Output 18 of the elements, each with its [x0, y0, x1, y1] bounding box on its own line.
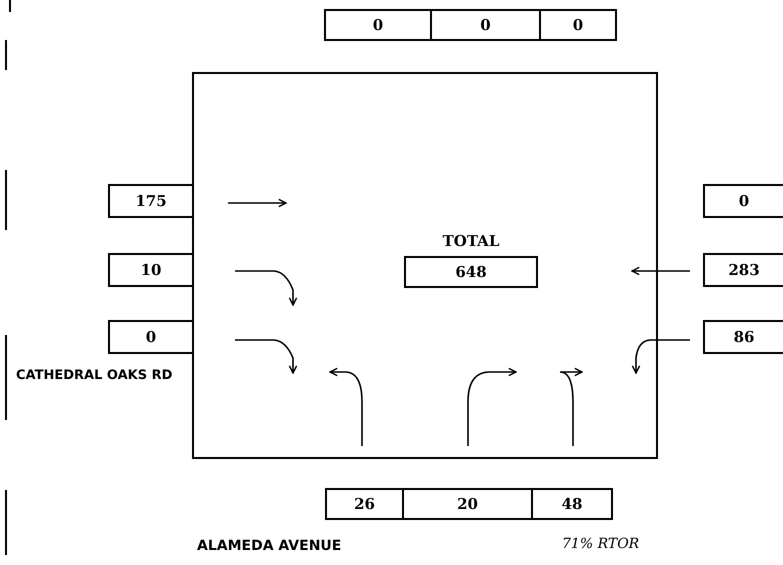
- street-name: ALAMEDA AVENUE: [197, 538, 342, 554]
- total-heading: TOTAL: [442, 232, 500, 250]
- count-box: 0: [108, 320, 194, 354]
- count-box: 20: [402, 488, 533, 520]
- count-box: 26: [325, 488, 404, 520]
- count-box: 0: [430, 9, 541, 41]
- handwritten-note: 71% RTOR: [562, 536, 640, 552]
- count-box: 0: [324, 9, 432, 41]
- count-box: 648: [404, 256, 538, 288]
- count-box: 0: [539, 9, 617, 41]
- count-box: 48: [531, 488, 613, 520]
- count-box: 283: [703, 253, 783, 287]
- count-box: 0: [703, 184, 783, 218]
- intersection-box: [192, 72, 658, 459]
- count-box: 10: [108, 253, 194, 287]
- count-box: 175: [108, 184, 194, 218]
- street-name: CATHEDRAL OAKS RD: [16, 368, 172, 383]
- count-box: 86: [703, 320, 783, 354]
